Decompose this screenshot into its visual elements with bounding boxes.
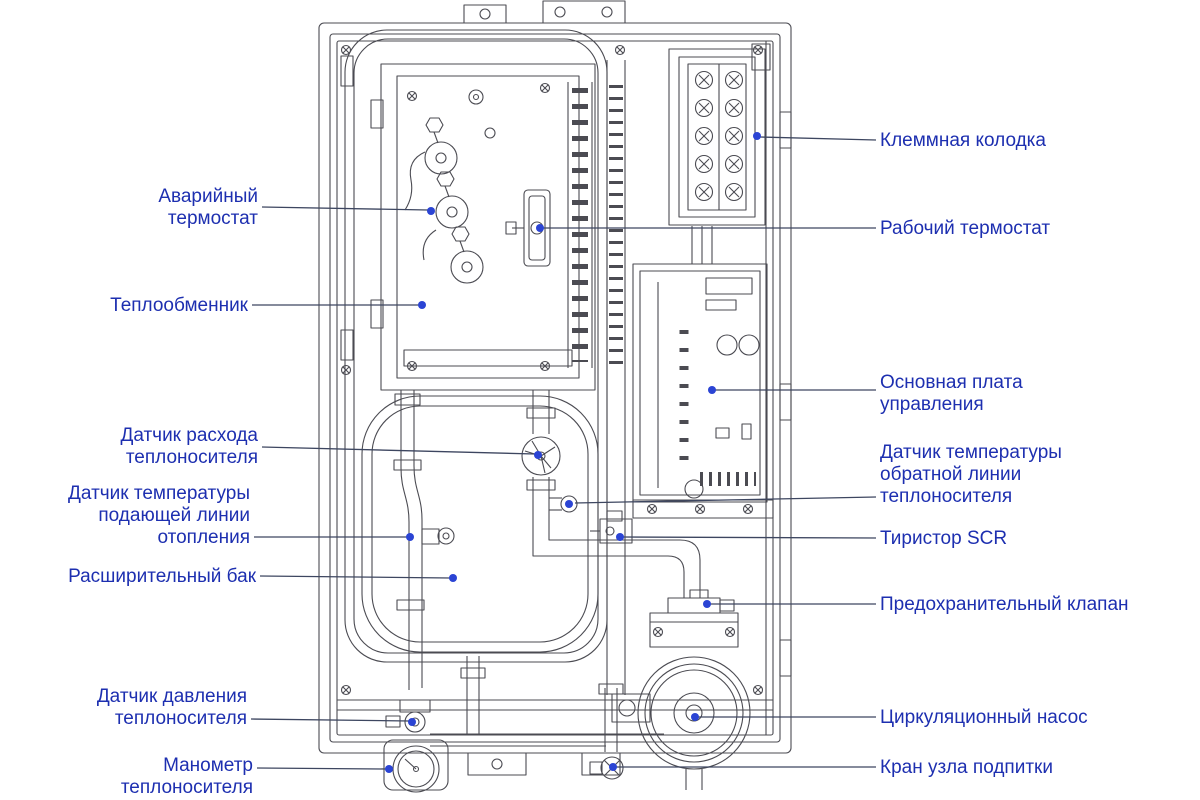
callout-dots xyxy=(385,132,761,773)
scr-thyristor xyxy=(590,510,633,544)
label-pressure-gauge: Манометр теплоносителя xyxy=(120,755,253,798)
heat-exchanger xyxy=(370,63,596,391)
expansion-tank xyxy=(361,395,599,653)
leader-pressure-sensor xyxy=(250,718,410,722)
label-emergency-thermostat: Аварийный термостат xyxy=(158,186,258,229)
label-pressure-sensor: Датчик давления теплоносителя xyxy=(96,686,247,729)
label-circulation-pump: Циркуляционный насос xyxy=(880,707,1088,728)
label-supply-temp-sensor: Датчик температуры подающей линии отопле… xyxy=(68,483,250,548)
label-terminal-block: Клеммная колодка xyxy=(880,130,1046,151)
label-safety-valve: Предохранительный клапан xyxy=(880,594,1129,615)
supply-temp-sensor xyxy=(421,527,455,545)
boiler-case xyxy=(318,0,792,776)
label-working-thermostat: Рабочий термостат xyxy=(880,218,1051,239)
central-pipe xyxy=(526,390,701,598)
terminal-block xyxy=(668,48,766,226)
callout-leaders xyxy=(250,136,877,770)
dot-heat-exchanger xyxy=(418,301,426,309)
label-return-temp-sensor: Датчик температуры обратной линии теплон… xyxy=(880,442,1062,507)
safety-valve xyxy=(667,589,735,614)
dot-pressure-sensor xyxy=(408,718,416,726)
leader-flow-sensor xyxy=(261,446,536,455)
dot-expansion-tank xyxy=(449,574,457,582)
label-makeup-valve: Кран узла подпитки xyxy=(880,757,1053,778)
label-scr-thyristor: Тиристор SCR xyxy=(880,528,1008,549)
dot-main-control-board xyxy=(708,386,716,394)
middle-divider xyxy=(606,60,626,695)
leader-emergency-thermostat xyxy=(261,206,429,211)
pressure-gauge xyxy=(383,739,449,793)
label-heat-exchanger: Теплообменник xyxy=(110,295,248,316)
makeup-valve xyxy=(589,756,624,780)
dot-return-temp-sensor xyxy=(565,500,573,508)
heating-supply-pipe xyxy=(393,390,425,690)
dot-supply-temp-sensor xyxy=(406,533,414,541)
leader-pressure-gauge xyxy=(256,767,387,770)
dot-flow-sensor xyxy=(534,451,542,459)
dot-safety-valve xyxy=(703,600,711,608)
dot-emergency-thermostat xyxy=(427,207,435,215)
leader-scr-thyristor xyxy=(622,536,877,539)
main-control-board xyxy=(632,226,774,519)
dot-makeup-valve xyxy=(609,763,617,771)
label-expansion-tank: Расширительный бак xyxy=(68,566,256,587)
leader-expansion-tank xyxy=(259,575,451,579)
label-main-control-board: Основная плата управления xyxy=(880,372,1023,415)
dot-working-thermostat xyxy=(536,224,544,232)
bottom-pipes xyxy=(430,656,664,752)
leader-terminal-block xyxy=(759,136,877,141)
leader-return-temp-sensor xyxy=(574,496,877,504)
dot-pressure-gauge xyxy=(385,765,393,773)
label-flow-sensor: Датчик расхода теплоносителя xyxy=(120,425,258,468)
hx-terminal-strip xyxy=(567,82,593,368)
dot-scr-thyristor xyxy=(616,533,624,541)
pressure-sensor xyxy=(385,699,431,733)
dot-terminal-block xyxy=(753,132,761,140)
dot-circulation-pump xyxy=(691,713,699,721)
circulation-pump xyxy=(611,612,751,790)
